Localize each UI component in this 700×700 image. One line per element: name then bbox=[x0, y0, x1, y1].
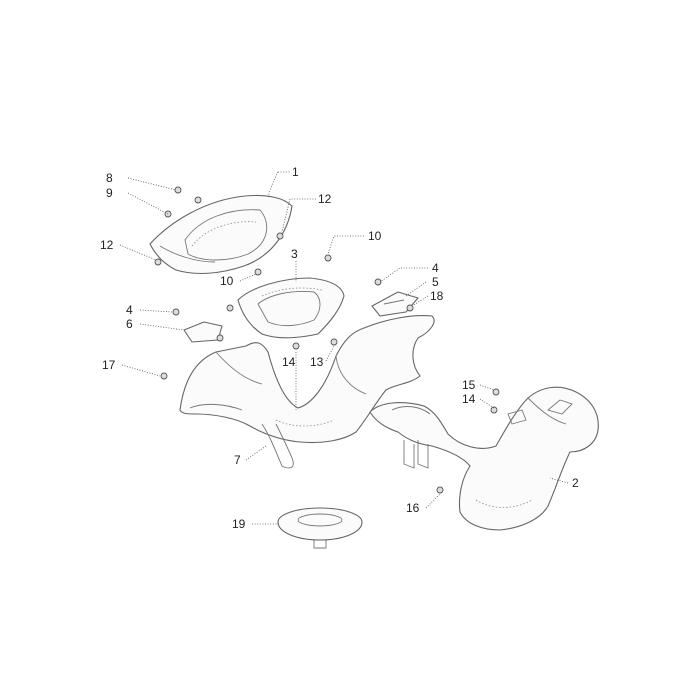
callout-10b: 10 bbox=[220, 274, 234, 288]
part-3-cluster-cover bbox=[237, 277, 345, 339]
callout-5: 5 bbox=[432, 275, 439, 289]
callout-labels: 1 8 9 12 12 10 3 10 4 5 18 4 6 14 13 17 … bbox=[100, 165, 579, 531]
callout-17: 17 bbox=[102, 358, 116, 372]
part-2-rear-handlebar-cover bbox=[369, 386, 599, 531]
callout-12a: 12 bbox=[318, 192, 332, 206]
callout-3: 3 bbox=[291, 247, 298, 261]
callout-14b: 14 bbox=[462, 392, 476, 406]
callout-8: 8 bbox=[106, 171, 113, 185]
callout-6: 6 bbox=[126, 317, 133, 331]
callout-13: 13 bbox=[310, 355, 324, 369]
callout-4b: 4 bbox=[126, 303, 133, 317]
callout-4a: 4 bbox=[432, 261, 439, 275]
callout-16: 16 bbox=[406, 501, 420, 515]
callout-18: 18 bbox=[430, 289, 444, 303]
leader-lines bbox=[119, 171, 569, 525]
callout-10a: 10 bbox=[368, 229, 382, 243]
callout-14a: 14 bbox=[282, 355, 296, 369]
callout-9: 9 bbox=[106, 186, 113, 200]
callout-1: 1 bbox=[292, 165, 299, 179]
part-6-bracket bbox=[183, 321, 223, 343]
part-5-bracket bbox=[371, 291, 419, 317]
callout-2: 2 bbox=[572, 476, 579, 490]
callout-19: 19 bbox=[232, 517, 246, 531]
callout-12b: 12 bbox=[100, 238, 114, 252]
callout-15: 15 bbox=[462, 378, 476, 392]
callout-7: 7 bbox=[234, 453, 241, 467]
part-1-headlight-cover bbox=[149, 194, 293, 274]
part-19-round-cap bbox=[277, 507, 363, 549]
